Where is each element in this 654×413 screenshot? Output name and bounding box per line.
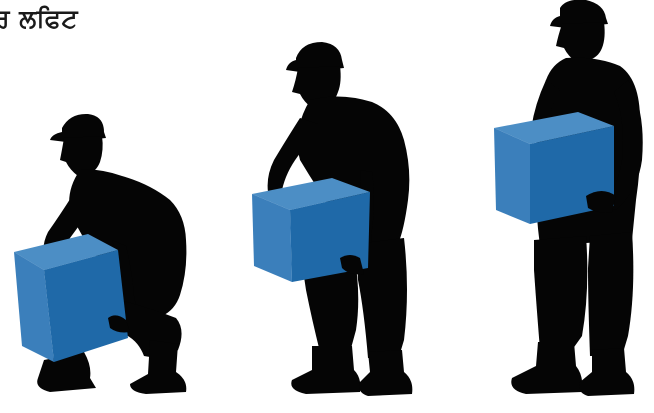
worker-bent-silhouette [252,42,412,396]
worker-squat-silhouette [14,114,186,394]
worker-standing-silhouette [494,0,643,396]
